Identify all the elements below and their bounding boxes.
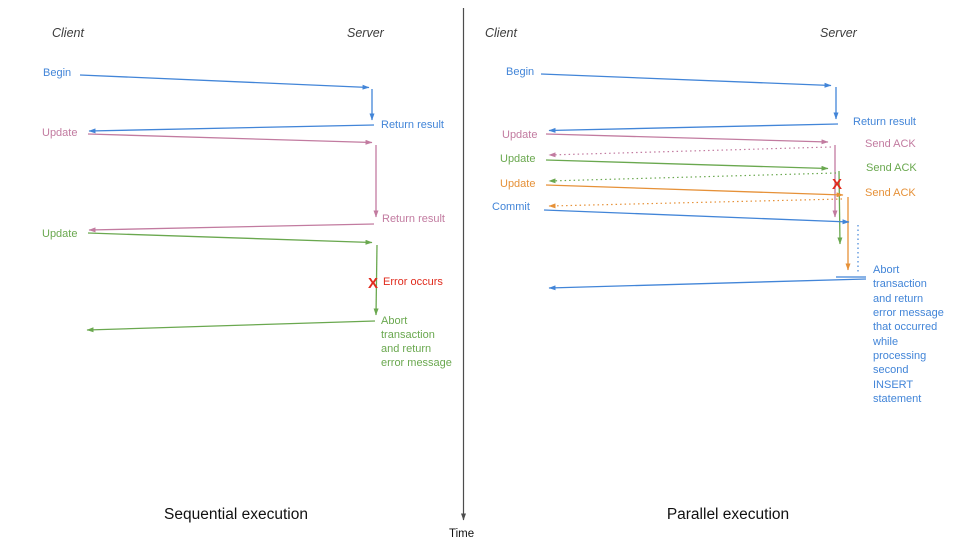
left-update-2-label: Update [42,228,77,240]
right-commit-request-arrow [543,209,850,225]
parallel-panel: Client Server Begin Return result Update… [485,26,944,523]
right-abort-line-5: that occurred [873,321,937,333]
left-begin-label: Begin [43,67,71,79]
right-update-3-label: Update [500,178,535,190]
right-return-result-label: Return result [853,116,916,128]
right-return-result-arrow [548,123,839,133]
left-server-header: Server [347,26,385,40]
left-abort-line-3: and return [381,343,431,355]
right-send-ack-3-arrow [548,198,843,209]
right-update-3-request-arrow [545,184,844,198]
left-return-result-1-label: Return result [381,119,444,131]
left-return-result-1-arrow [88,124,375,134]
right-abort-line-1: Abort [873,264,899,276]
right-commit-label: Commit [492,201,530,213]
left-return-result-2-label: Return result [382,213,445,225]
right-abort-return-arrow [548,278,867,291]
right-send-ack-3-label: Send ACK [865,187,916,199]
right-begin-label: Begin [506,66,534,78]
right-server-header: Server [820,26,858,40]
left-update-1-request-arrow [87,133,373,145]
left-begin-request-arrow [79,74,370,90]
left-abort-line-4: error message [381,357,452,369]
right-send-ack-2-label: Send ACK [866,162,917,174]
right-caption: Parallel execution [667,506,789,523]
right-client-header: Client [485,26,517,40]
right-update-2-request-arrow [545,159,829,171]
right-error-x-icon: X [832,176,842,193]
right-update-2-label: Update [500,153,535,165]
right-abort-line-4: error message [873,307,944,319]
right-send-ack-2-arrow [548,172,837,184]
right-send-ack-1-label: Send ACK [865,138,916,150]
right-update-2-processing-line [837,170,843,245]
left-return-result-2-arrow [88,223,375,233]
right-update-1-request-arrow [545,133,829,145]
left-abort-line-2: transaction [381,329,435,341]
left-update-2-request-arrow [87,232,373,245]
left-abort-line-1: Abort [381,315,407,327]
right-begin-request-arrow [540,73,832,88]
left-caption: Sequential execution [164,506,308,523]
time-axis-label: Time [449,528,474,540]
sequential-panel: Client Server Begin Return result Update… [42,26,452,523]
left-client-header: Client [52,26,84,40]
right-abort-line-10: statement [873,393,921,405]
right-abort-line-8: second [873,364,908,376]
left-abort-return-arrow [86,320,376,333]
right-abort-line-7: processing [873,350,926,362]
right-update-1-label: Update [502,129,537,141]
left-update-2-processing-line [373,244,379,316]
right-abort-line-3: and return [873,293,923,305]
right-abort-line-6: while [872,336,898,348]
right-send-ack-1-arrow [548,146,832,158]
left-update-1-label: Update [42,127,77,139]
left-error-x-icon: X [368,275,378,292]
right-abort-line-9: INSERT [873,379,913,391]
right-abort-line-2: transaction [873,278,927,290]
left-error-label: Error occurs [383,276,443,288]
